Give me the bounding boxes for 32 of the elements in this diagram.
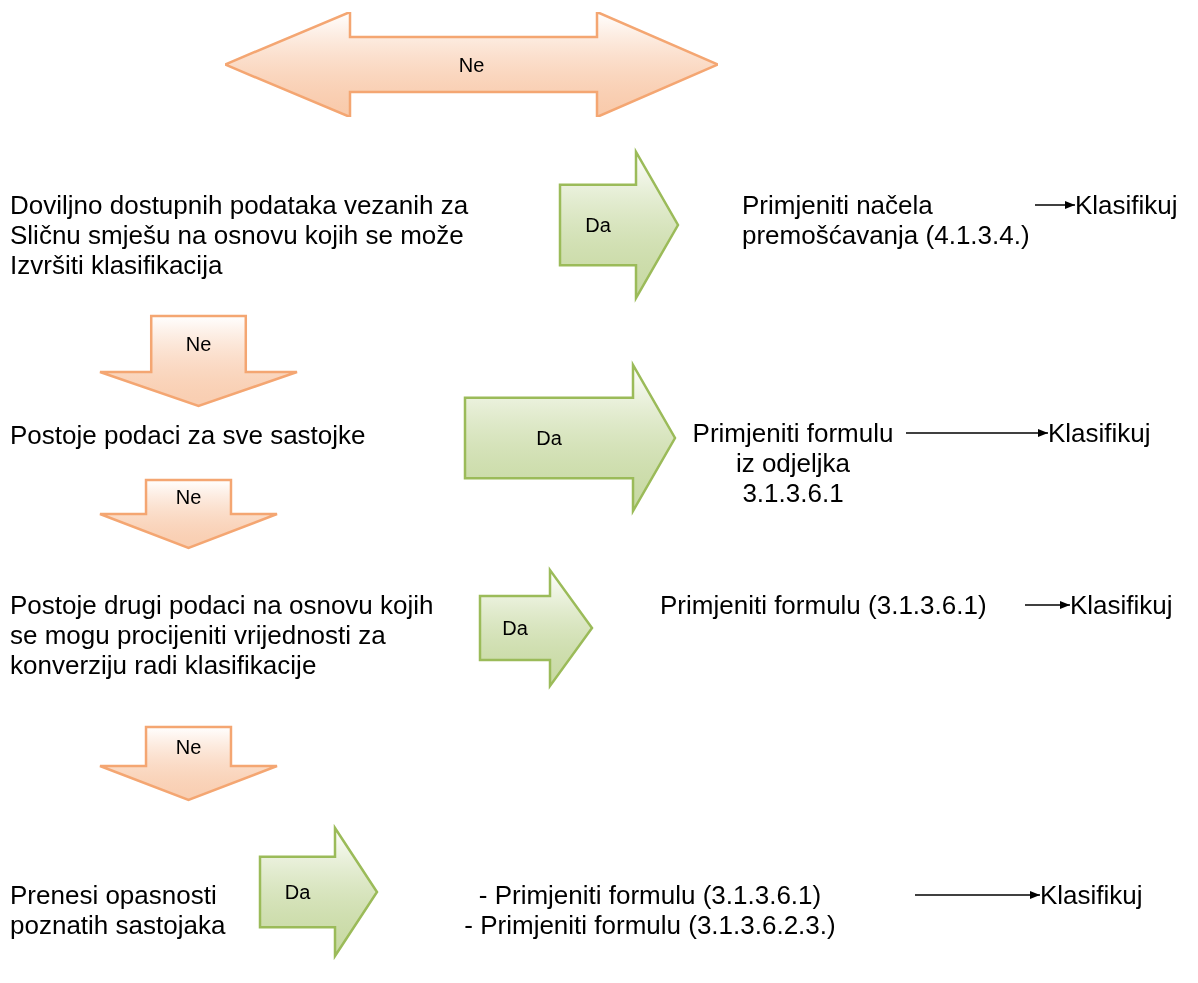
step-text: Klasifikuj (1075, 190, 1195, 220)
step-text: Postoje drugi podaci na osnovu kojih se mogu procijeniti vrijednosti za konverziju radi klasifikacije (10, 590, 475, 710)
step-text: Primjeniti načela premošćavanja (4.1.3.4.) (690, 190, 1035, 250)
edge-label: Ne (185, 334, 212, 354)
arrow (905, 429, 1049, 437)
step-text: Doviljno dostupnih podataka vezanih za Sličnu smješu na osnovu kojih se može Izvršiti klasifikacija (10, 190, 555, 280)
step-text: - Primjeniti formulu (3.1.3.6.2.3.) (464, 910, 836, 940)
block-arrow (98, 314, 299, 408)
step-text: Klasifikuj (1070, 590, 1190, 620)
block-arrow (463, 360, 677, 516)
step-text: Primjeniti formulu iz odjeljka 3.1.3.6.1 (680, 418, 906, 508)
step-text: - Primjeniti formulu (3.1.3.6.1) (478, 880, 822, 910)
arrow (1024, 601, 1071, 609)
block-arrow (258, 823, 379, 961)
block-arrow (98, 725, 279, 802)
edge-label: Da (585, 215, 611, 235)
edge-label: Da (284, 882, 311, 902)
step-text: Prenesi opasnosti poznatih sastojaka (10, 880, 255, 940)
step-text: Primjeniti formulu (3.1.3.6.1) (600, 590, 1025, 620)
step-text: Klasifikuj (1048, 418, 1168, 448)
edge-label: Ne (175, 736, 202, 757)
arrow (1034, 201, 1076, 209)
step-text: Klasifikuj (1040, 880, 1160, 910)
block-arrow (98, 478, 279, 550)
edge-label: Da (536, 428, 562, 448)
block-arrow (478, 566, 594, 690)
arrow (914, 891, 1041, 899)
step-text: Postoje podaci za sve sastojke (10, 420, 460, 450)
arrow-label: Ne (458, 54, 485, 75)
edge-label: Ne (175, 487, 202, 507)
block-arrow (558, 147, 680, 303)
edge-label: Da (502, 618, 528, 638)
